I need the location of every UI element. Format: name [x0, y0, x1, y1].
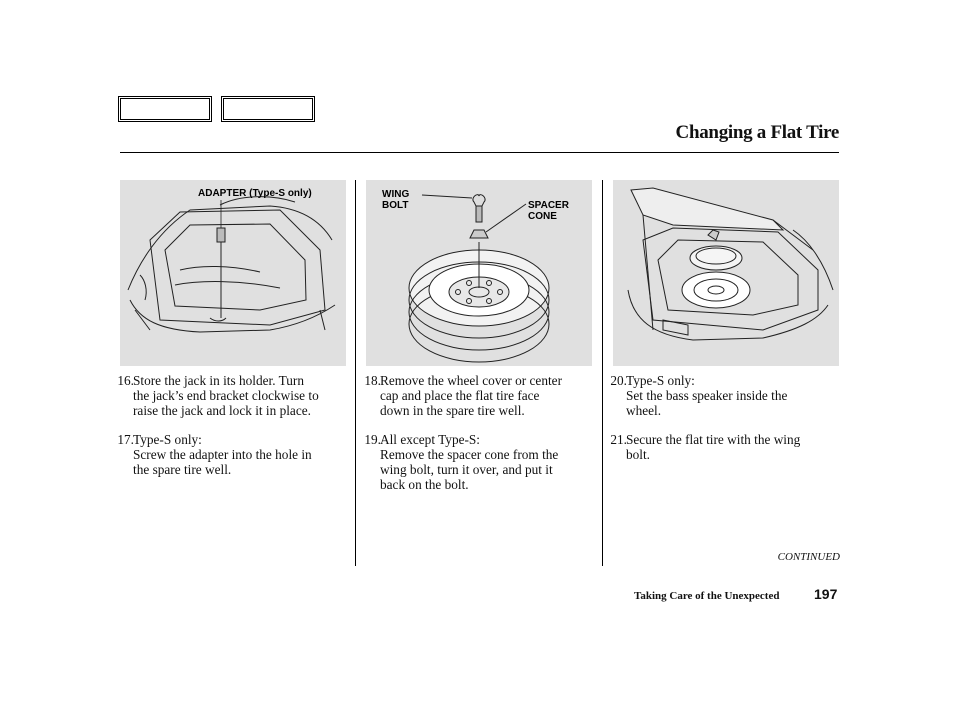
step-line: the jack’s end bracket clockwise to: [133, 388, 319, 403]
step-line: the spare tire well.: [133, 462, 232, 477]
spacer-cone-label: SPACER CONE: [528, 200, 569, 222]
step-number: 21.: [610, 432, 627, 447]
step-line: Remove the wheel cover or center: [380, 373, 563, 388]
step-line: Type-S only:: [133, 432, 202, 447]
nav-button-2[interactable]: [221, 96, 315, 122]
spare-tire-illustration: [408, 194, 550, 363]
step-number: 18.: [364, 373, 381, 388]
nav-button-1[interactable]: [118, 96, 212, 122]
adapter-label: ADAPTER (Type-S only): [198, 188, 312, 199]
figure-trunk-speaker: [613, 180, 839, 366]
trunk-adapter-illustration: [127, 196, 336, 333]
trunk-speaker-illustration: [627, 187, 834, 341]
page-number: 197: [814, 586, 838, 602]
header-divider: [120, 152, 839, 153]
step-line: Store the jack in its holder. Turn: [133, 373, 305, 388]
step-line: Screw the adapter into the hole in: [133, 447, 312, 462]
section-name: Taking Care of the Unexpected: [634, 590, 780, 602]
step-number: 19.: [364, 432, 381, 447]
step-line: Remove the spacer cone from the: [380, 447, 559, 462]
step-line: cap and place the flat tire face: [380, 388, 540, 403]
step-number: 20.: [610, 373, 627, 388]
page-title: Changing a Flat Tire: [675, 122, 840, 143]
step-number: 16.: [117, 373, 134, 388]
step-line: bolt.: [626, 447, 651, 462]
step-number: 17.: [117, 432, 134, 447]
column-divider-2: [602, 180, 603, 566]
step-line: back on the bolt.: [380, 477, 469, 492]
figure-spare-tire: WING BOLT SPACER CONE: [366, 180, 592, 366]
step-line: raise the jack and lock it in place.: [133, 403, 311, 418]
continued-label: CONTINUED: [777, 551, 840, 563]
figure-trunk-adapter: ADAPTER (Type-S only): [120, 180, 346, 366]
step-line: Type-S only:: [626, 373, 695, 388]
wing-bolt-label: WING BOLT: [382, 189, 410, 211]
step-line: down in the spare tire well.: [380, 403, 525, 418]
step-line: wing bolt, turn it over, and put it: [380, 462, 553, 477]
column-divider-1: [355, 180, 356, 566]
step-line: Set the bass speaker inside the: [626, 388, 788, 403]
step-line: All except Type-S:: [380, 432, 481, 447]
step-line: wheel.: [626, 403, 662, 418]
step-line: Secure the flat tire with the wing: [626, 432, 801, 447]
